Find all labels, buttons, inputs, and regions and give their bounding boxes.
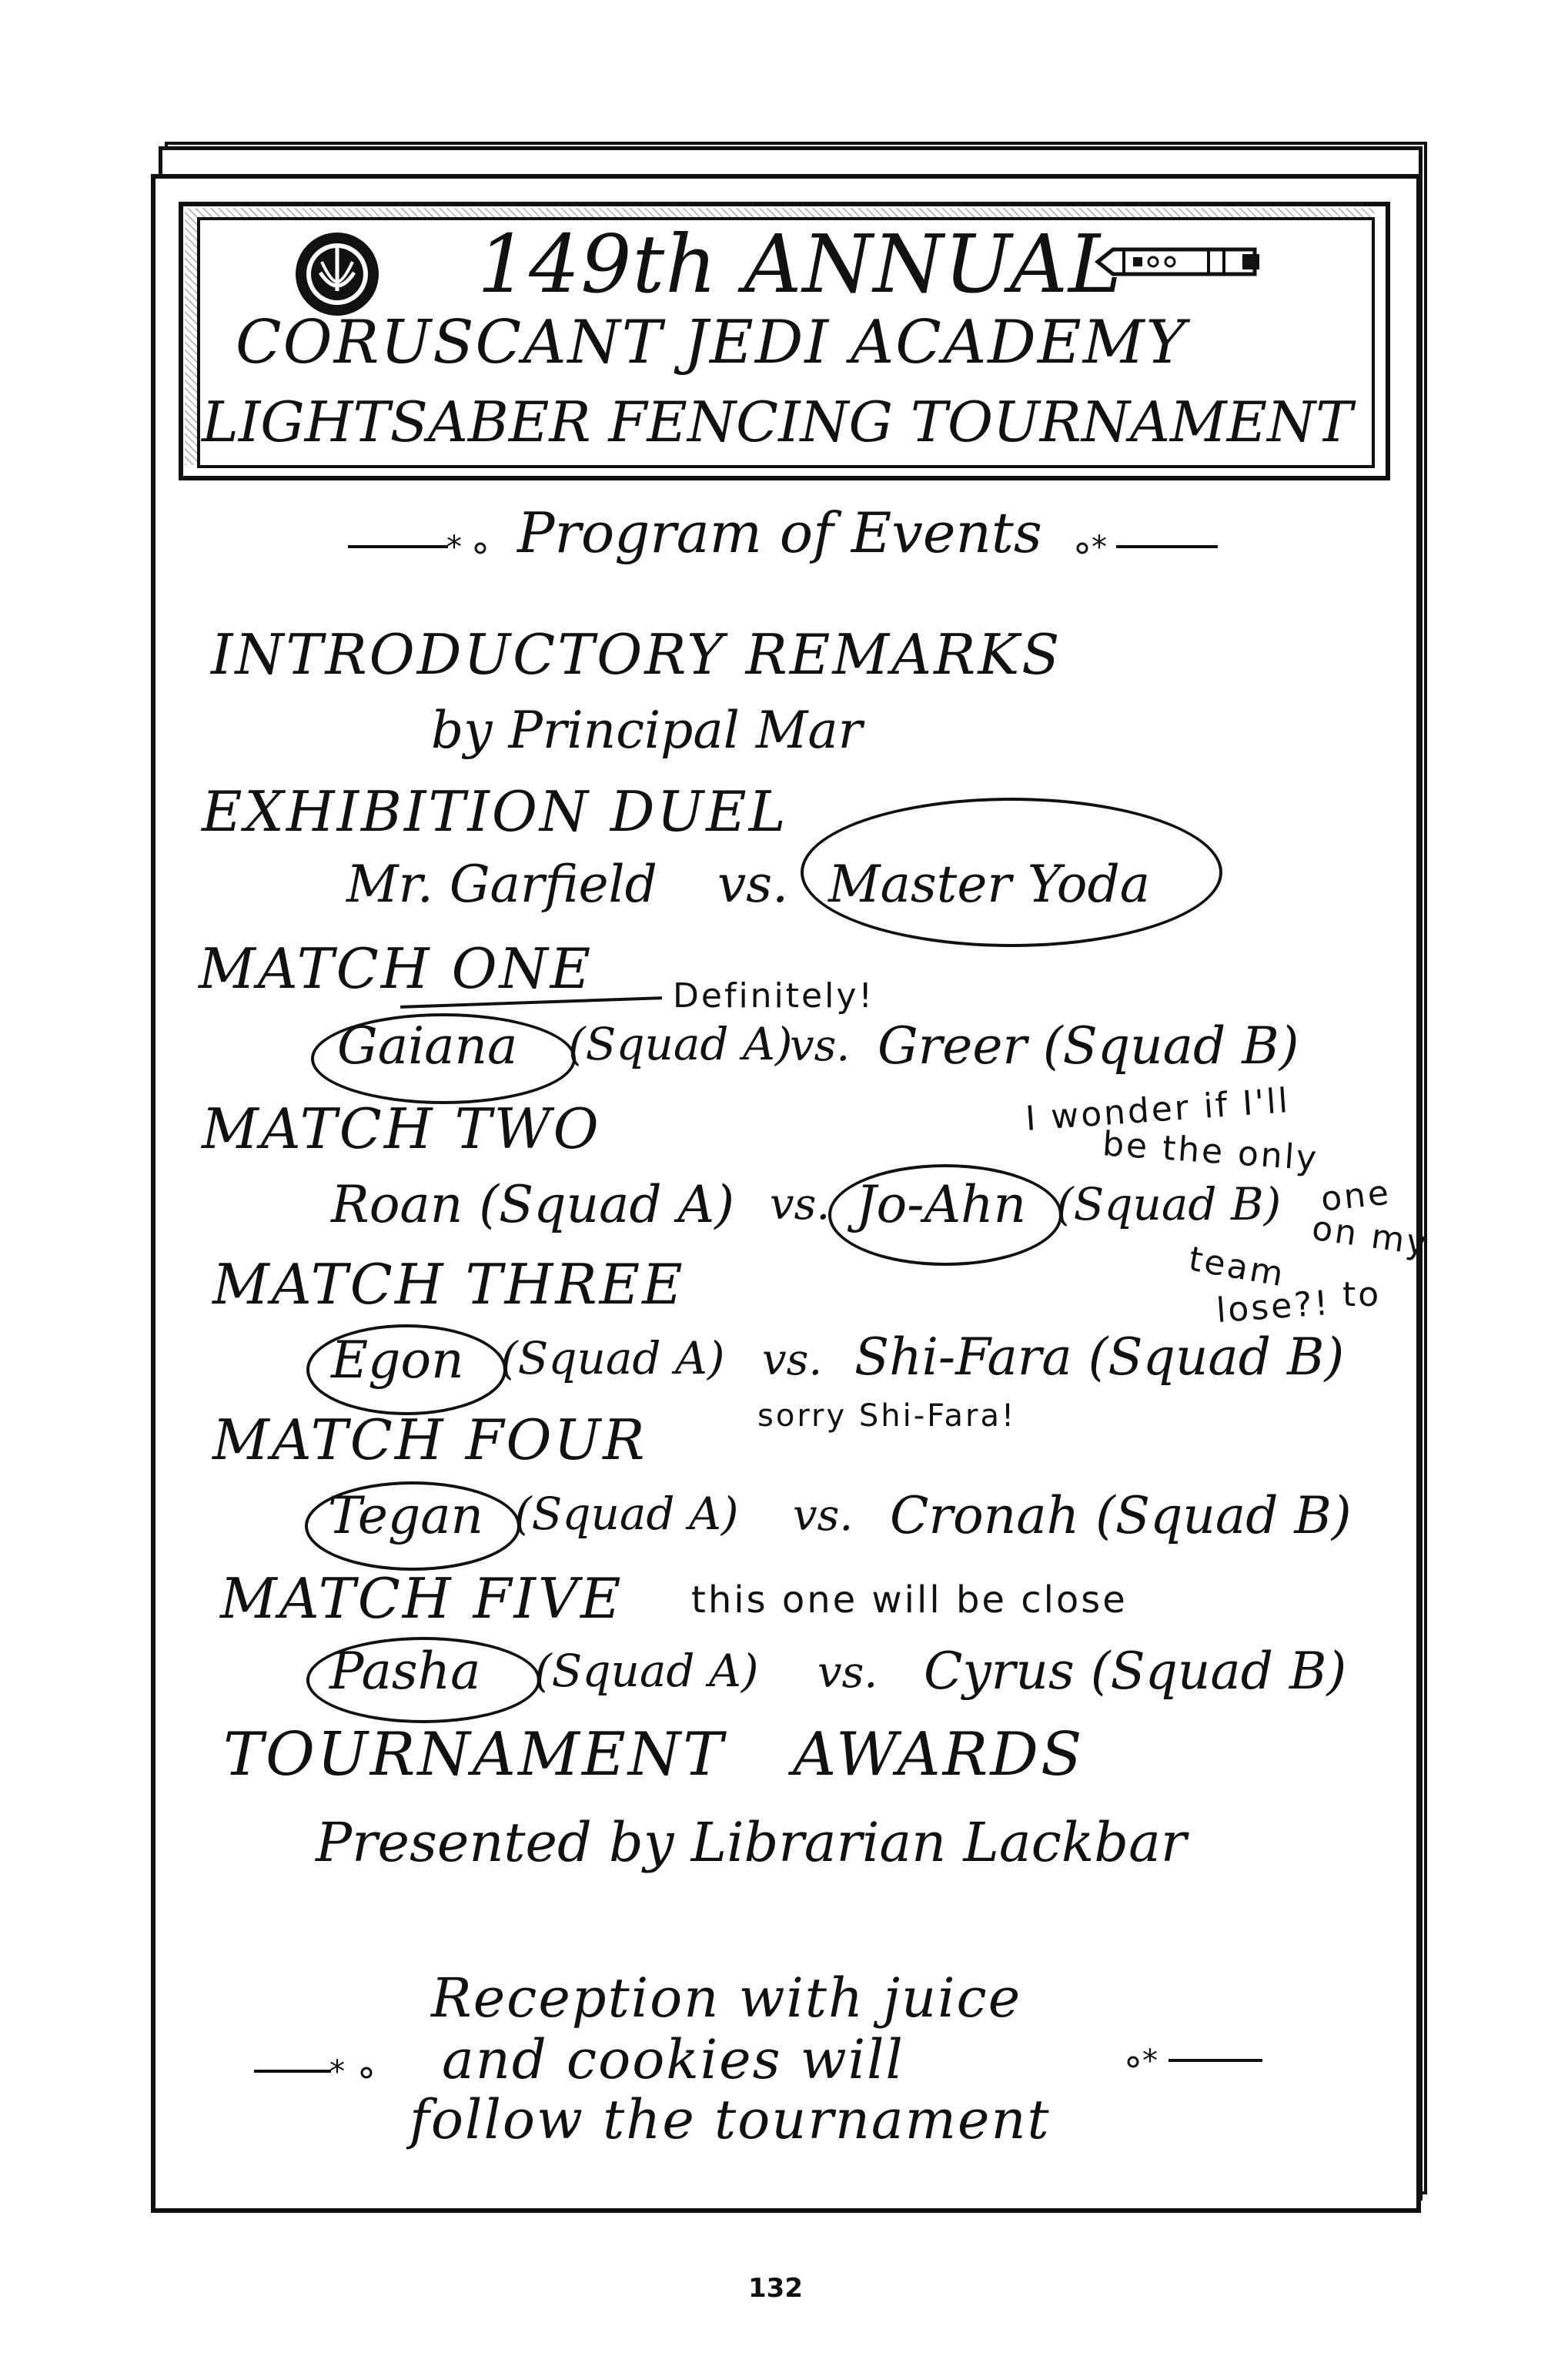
circle-mark-gaiana — [311, 1013, 576, 1104]
exhibition-vs: vs. — [717, 855, 789, 914]
svg-text:*: * — [446, 530, 462, 565]
match2-vs: vs. — [770, 1180, 831, 1230]
match1-vs: vs. — [790, 1021, 851, 1071]
exhibition-left: Mr. Garfield — [346, 855, 657, 914]
event-exhibition-title: EXHIBITION DUEL — [202, 779, 788, 844]
match1-right: Greer (Squad B) — [878, 1016, 1299, 1076]
note-wonder-6: to — [1342, 1275, 1382, 1314]
match5-right: Cyrus (Squad B) — [924, 1642, 1347, 1701]
circle-mark-egon — [306, 1324, 507, 1415]
note-wonder-7: lose?! — [1215, 1283, 1332, 1331]
divider-ornament-left: * — [348, 530, 486, 565]
circle-mark-jo-ahn — [828, 1164, 1062, 1266]
match2-left: Roan (Squad A) — [331, 1175, 734, 1234]
event-match5-title: MATCH FIVE — [220, 1566, 624, 1631]
lightsaber-icon — [1094, 247, 1259, 276]
header-title-line2: CORUSCANT JEDI ACADEMY — [236, 308, 1188, 377]
footer-line3: follow the tournament — [410, 2088, 1051, 2151]
event-intro-title: INTRODUCTORY REMARKS — [211, 622, 1062, 687]
match2-right-squad: (Squad B) — [1056, 1178, 1282, 1230]
svg-text:*: * — [1092, 530, 1107, 565]
footer-line1: Reception with juice — [431, 1966, 1022, 2030]
match4-left-squad: (Squad A) — [514, 1488, 739, 1540]
note-sorry: sorry Shi-Fara! — [757, 1398, 1017, 1434]
event-awards-title: TOURNAMENT AWARDS — [223, 1720, 1085, 1789]
match5-left-squad: (Squad A) — [534, 1645, 759, 1697]
note-close: this one will be close — [691, 1578, 1128, 1622]
match4-vs: vs. — [793, 1491, 854, 1541]
svg-text:*: * — [329, 2054, 345, 2090]
footer-ornament-right: * — [1127, 2043, 1262, 2079]
page-number: 132 — [748, 2273, 803, 2304]
match4-right: Cronah (Squad B) — [890, 1486, 1352, 1545]
header-title-line3: LIGHTSABER FENCING TOURNAMENT — [202, 390, 1353, 454]
circle-mark-pasha — [306, 1637, 540, 1723]
event-match3-title: MATCH THREE — [212, 1252, 685, 1317]
match3-right: Shi-Fara (Squad B) — [854, 1327, 1345, 1387]
circle-mark-master-yoda — [801, 798, 1222, 947]
svg-text:*: * — [1142, 2043, 1158, 2079]
match3-left-squad: (Squad A) — [500, 1332, 725, 1384]
event-awards-detail: Presented by Librarian Lackbar — [316, 1811, 1187, 1874]
event-match1-title: MATCH ONE — [199, 936, 593, 1001]
event-match4-title: MATCH FOUR — [212, 1407, 647, 1472]
note-definitely: Definitely! — [673, 976, 875, 1016]
footer-ornament-left: * — [254, 2054, 373, 2090]
match1-left-squad: (Squad A) — [568, 1018, 793, 1070]
header-title-line1: 149th ANNUAL — [477, 217, 1123, 311]
circle-mark-tegan — [305, 1481, 520, 1571]
jedi-order-emblem-icon — [296, 233, 379, 316]
program-sheet — [151, 174, 1421, 2213]
event-intro-detail: by Principal Mar — [431, 701, 863, 760]
program-title: Program of Events — [517, 500, 1042, 565]
match5-vs: vs. — [817, 1648, 878, 1698]
event-match2-title: MATCH TWO — [202, 1096, 601, 1161]
footer-line2: and cookies will — [442, 2028, 904, 2091]
divider-ornament-right: * — [1076, 530, 1218, 565]
match3-vs: vs. — [762, 1335, 823, 1385]
